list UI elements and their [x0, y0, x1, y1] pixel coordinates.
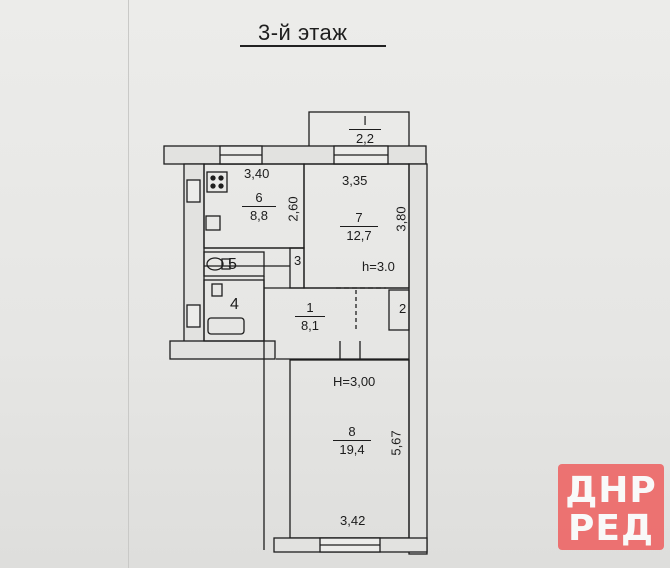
floor-title: 3-й этаж — [258, 20, 348, 45]
kitchen-depth-dim: 2,60 — [285, 196, 301, 222]
main-height: H=3,00 — [333, 374, 376, 389]
logo-line1: ДНР — [565, 470, 657, 511]
room-7-area: 12,7 — [346, 228, 372, 243]
room-6-number: 6 — [255, 190, 263, 205]
room-6-label: 6 8,8 — [242, 190, 276, 223]
window-left-bottom — [186, 304, 201, 328]
closet-2 — [388, 289, 410, 331]
right-outer-wall — [408, 163, 428, 555]
kitchen-width-dim: 3,40 — [244, 166, 270, 181]
paper-fold-line — [128, 0, 129, 568]
logo-line2: РЕД — [567, 508, 655, 549]
room-8-area: 19,4 — [339, 442, 365, 457]
wc-room-5 — [203, 251, 265, 277]
room-6-area: 8,8 — [249, 208, 269, 223]
room-1-label: 1 8,1 — [295, 300, 325, 333]
room-8-number: 8 — [348, 424, 356, 439]
room8-depth-dim: 5,67 — [388, 430, 404, 456]
room7-width-dim: 3,35 — [342, 173, 368, 188]
washbasin-icon — [211, 283, 223, 297]
room-1-number: 1 — [306, 300, 314, 315]
room-4-number: 4 — [230, 296, 239, 313]
toilet-icon — [206, 257, 224, 271]
bottom-left-wall — [169, 340, 276, 360]
title-underline — [240, 45, 386, 47]
room-7-number: 7 — [355, 210, 363, 225]
room-8-label: 8 19,4 — [333, 424, 371, 457]
room-I-label: I 2,2 — [349, 113, 381, 146]
bathtub-icon — [207, 317, 245, 335]
room-3-number: 3 — [294, 253, 302, 268]
room-5-number: 5 — [228, 256, 237, 273]
room-1-area: 8,1 — [300, 318, 320, 333]
window-left-top — [186, 179, 201, 203]
watermark-logo: ДНР РЕД — [558, 464, 664, 550]
room7-depth-dim: 3,80 — [393, 206, 409, 232]
room-7-label: 7 12,7 — [340, 210, 378, 243]
room-I-number: I — [363, 113, 367, 128]
room8-width-dim: 3,42 — [340, 513, 366, 528]
room7-height: h=3.0 — [362, 259, 395, 274]
kitchen-sink-icon — [205, 215, 221, 231]
room-I-area: 2,2 — [355, 131, 375, 146]
stove-icon — [206, 171, 228, 193]
room-2-number: 2 — [399, 301, 407, 316]
